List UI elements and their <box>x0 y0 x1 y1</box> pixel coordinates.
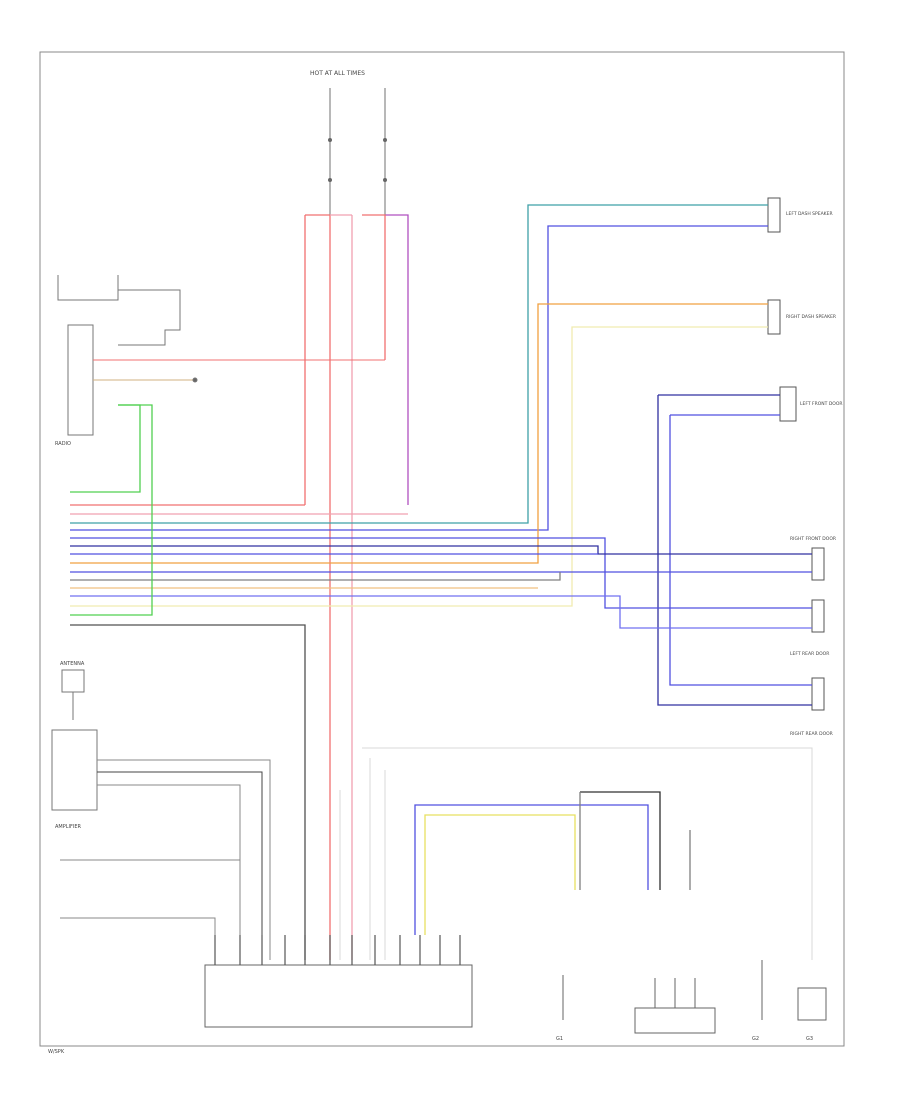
amp-lead-5 <box>60 917 216 960</box>
wire-dash-r-orange <box>70 303 768 564</box>
radio-splice <box>192 377 198 383</box>
bus-dark <box>70 624 306 960</box>
main-module-pins <box>214 935 461 965</box>
wire-dash-l-teal <box>70 204 768 524</box>
dash-speaker-right <box>767 299 781 335</box>
fuse-node-4 <box>383 178 387 182</box>
bottom-right-components <box>562 960 827 1034</box>
right-rear-door-speaker <box>811 677 825 711</box>
fuse-block-title: HOT AT ALL TIMES <box>310 70 365 77</box>
corner-tag: W/SPK <box>48 1049 65 1055</box>
dash-left-label: LEFT DASH SPEAKER <box>786 211 833 217</box>
amp-lead-3 <box>97 784 241 960</box>
speaker-labels: LEFT DASH SPEAKER RIGHT DASH SPEAKER LEF… <box>786 211 843 737</box>
antenna-label: ANTENNA <box>60 661 85 667</box>
br-dark <box>580 791 661 890</box>
wire-lf-navy-down <box>657 395 812 706</box>
lr-door-label: LEFT REAR DOOR <box>790 651 829 657</box>
bus-gray <box>70 572 561 581</box>
dash-speaker-wires <box>70 204 768 607</box>
fuse-feeds <box>328 88 387 215</box>
left-modules <box>57 275 385 436</box>
wire-lf-blue-down <box>669 415 812 686</box>
ground-g3: G3 <box>806 1036 813 1042</box>
rr-door-label: RIGHT REAR DOOR <box>790 731 833 737</box>
amp-lead-2 <box>97 771 263 960</box>
lf-door-label: LEFT FRONT DOOR <box>800 401 843 407</box>
bottom-right-harness <box>414 791 691 935</box>
left-lower-components <box>51 669 271 960</box>
main-control-module <box>204 964 473 1028</box>
splice-right-red <box>362 214 386 360</box>
radio-label: RADIO <box>55 441 71 447</box>
feeder-1 <box>362 747 813 960</box>
rear-module <box>634 1007 716 1034</box>
top-left-lead <box>118 289 181 346</box>
right-front-door-speaker <box>811 547 825 581</box>
fuse-node-2 <box>328 178 332 182</box>
br-blue <box>414 804 649 935</box>
left-rear-door-speaker <box>811 599 825 633</box>
amp-lead-1 <box>97 759 271 960</box>
ground-g1: G1 <box>556 1036 563 1042</box>
splice-right-purple <box>385 214 409 505</box>
bus-green-1 <box>70 404 141 493</box>
wire-dash-l-blue <box>70 225 768 531</box>
light-feeders <box>339 747 813 960</box>
fuse-node-3 <box>383 138 387 142</box>
amp-label: AMPLIFIER <box>55 824 82 830</box>
bus-navy-1 <box>70 545 812 555</box>
ground-labels: G1 G2 G3 <box>556 1036 813 1042</box>
radio-bus <box>70 404 812 960</box>
lf-door-wires <box>657 394 812 706</box>
bus-green-2 <box>70 404 153 616</box>
amp-module <box>51 729 98 811</box>
speaker-connectors <box>767 197 825 711</box>
left-front-door-speaker <box>779 386 797 422</box>
bus-blue-4 <box>70 595 812 629</box>
dash-speaker-left <box>767 197 781 233</box>
antenna-box <box>61 669 85 693</box>
diagram-frame <box>39 51 845 1047</box>
right-ground-box <box>797 987 827 1021</box>
top-left-switch <box>57 275 119 301</box>
fuse-node-1 <box>328 138 332 142</box>
br-yellow <box>424 814 576 935</box>
dash-right-label: RIGHT DASH SPEAKER <box>786 314 836 320</box>
wire-dash-r-yellow <box>70 326 768 607</box>
ground-g2: G2 <box>752 1036 759 1042</box>
radio-module <box>67 324 94 436</box>
bus-blue-1 <box>70 537 812 609</box>
rf-door-label: RIGHT FRONT DOOR <box>790 536 836 542</box>
